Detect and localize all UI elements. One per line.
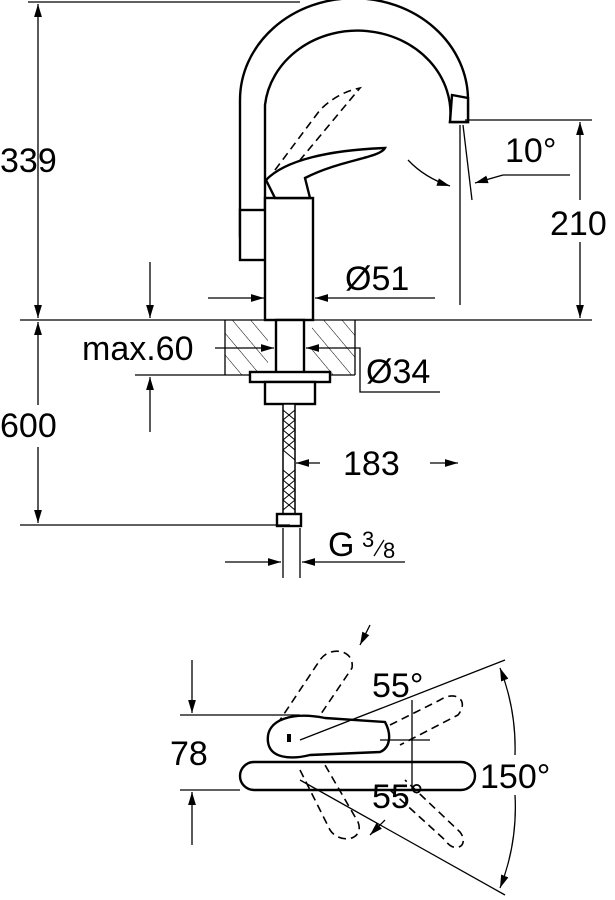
lever-left-bottom-outline (299, 764, 361, 840)
lever-top-view (266, 714, 391, 759)
label-max-thickness: max.60 (82, 330, 194, 368)
label-spout-reach: 183 (343, 445, 400, 483)
spout-aerator (448, 93, 470, 124)
label-spout-angle: 10° (505, 132, 556, 170)
label-connection-g: G (328, 526, 354, 564)
label-339: 339 (0, 142, 57, 180)
lever-right-bottom-outline (389, 779, 465, 849)
faucet-body (263, 196, 315, 322)
label-connection-denominator: 8 (383, 538, 395, 563)
label-lever-width: 78 (170, 735, 208, 773)
mounting-pipe (274, 318, 306, 382)
label-connection-numerator: 3 (362, 527, 374, 552)
mounting-washer (248, 370, 332, 384)
label-210: 210 (550, 205, 607, 243)
label-lever-angle-top: 55° (372, 667, 423, 705)
side-view: 339 10° 210 Ø51 (0, 0, 607, 578)
mounting-nut (263, 380, 317, 406)
hose-nut (275, 512, 303, 528)
label-lever-angle-bottom: 55° (372, 778, 423, 816)
label-hole-diameter: Ø34 (366, 353, 430, 391)
top-view: 78 55° 55° 150° (170, 624, 550, 896)
lever-raised-outline (274, 86, 363, 171)
lever-left-top-outline (269, 650, 353, 746)
supply-hose (282, 403, 296, 517)
base-slot (238, 760, 477, 792)
lever (264, 146, 387, 200)
label-600: 600 (0, 407, 57, 445)
label-body-diameter: Ø51 (345, 260, 409, 298)
lever-right-top-outline (389, 695, 464, 746)
label-swivel-angle: 150° (480, 758, 550, 796)
